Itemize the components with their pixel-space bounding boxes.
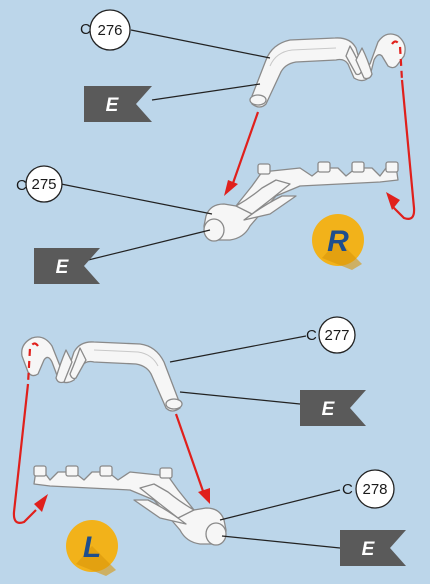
crossover-pipe-part (249, 33, 406, 108)
callout-number: 277 (324, 327, 349, 344)
callout-number: 275 (31, 176, 56, 193)
leader-c277 (169, 335, 307, 363)
flag-e-top-1: E (84, 86, 152, 122)
flag-label: E (322, 399, 336, 420)
callout-letter: C (16, 177, 27, 194)
leader-c278 (219, 489, 341, 521)
leader-c275 (60, 183, 213, 215)
callout-c275: C 275 (16, 165, 63, 203)
flag-label: E (362, 539, 376, 560)
side-badge-left: L (66, 520, 118, 576)
leader-flag-top-1 (151, 83, 261, 101)
flag-e-top-2: E (34, 248, 100, 284)
left-exhaust-manifold-part (33, 465, 227, 546)
side-label: R (327, 225, 349, 258)
side-label: L (83, 531, 101, 564)
flag-e-bottom-2: E (340, 530, 406, 566)
leader-c276 (130, 29, 271, 59)
callout-c276: C 276 (80, 9, 131, 51)
leader-flag-bottom-2 (221, 535, 341, 549)
crossover-pipe-left-part (21, 336, 183, 412)
callout-number: 276 (97, 22, 122, 39)
callout-c277: C 277 (306, 316, 356, 354)
callout-number: 278 (362, 481, 387, 498)
callout-letter: C (306, 327, 317, 344)
callout-c278: C 278 (342, 469, 395, 509)
flag-e-bottom-1: E (300, 390, 366, 426)
install-arrow-right-side (224, 40, 416, 220)
side-badge-right: R (312, 214, 364, 270)
right-exhaust-manifold-part (203, 161, 399, 242)
leader-flag-bottom-1 (179, 391, 301, 405)
callout-letter: C (342, 481, 353, 498)
install-arrow-left-side (12, 342, 210, 524)
callout-letter: C (80, 21, 91, 38)
flag-label: E (56, 257, 70, 278)
flag-label: E (106, 95, 120, 116)
leader-flag-top-2 (67, 229, 211, 266)
